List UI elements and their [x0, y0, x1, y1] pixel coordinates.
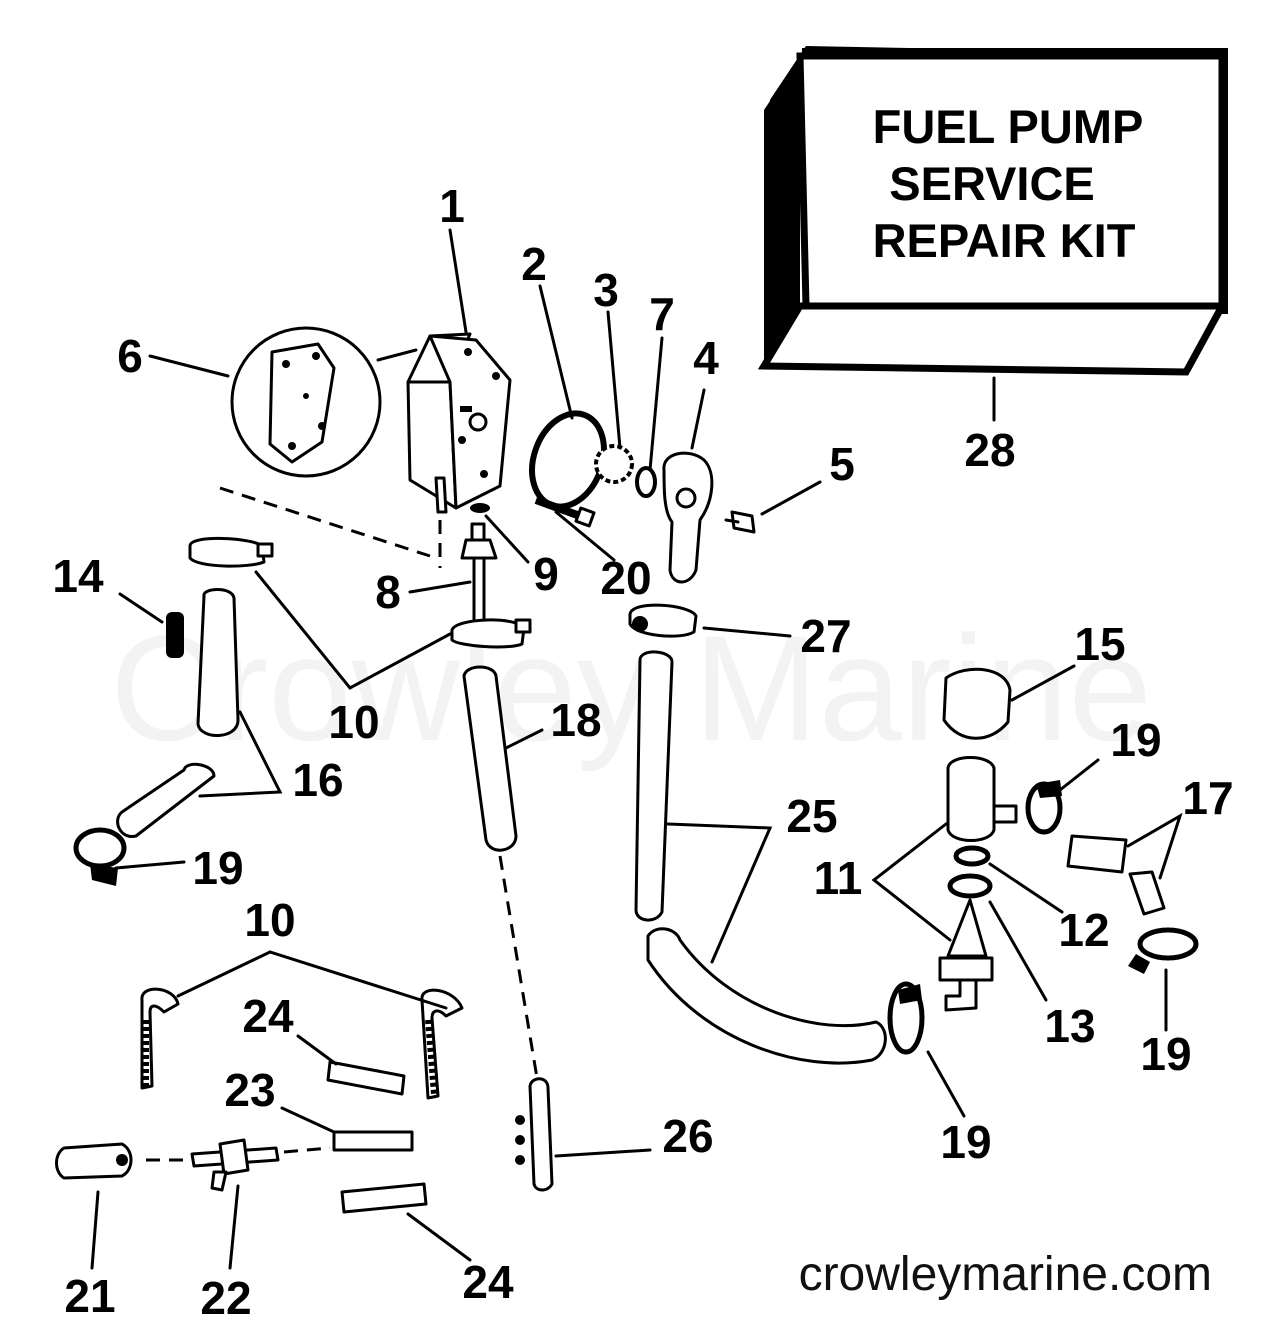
callout-27: 27 — [800, 610, 851, 662]
hose-25-upper — [634, 650, 674, 922]
hose-24-lower — [340, 1182, 428, 1214]
clamp-19-right — [1128, 927, 1199, 974]
spring — [166, 612, 184, 658]
callout-28: 28 — [964, 424, 1015, 476]
callout-24-upper: 24 — [242, 990, 294, 1042]
callout-24-lower: 24 — [462, 1256, 514, 1308]
clamp-27 — [628, 603, 698, 638]
tee-fitting — [190, 1138, 280, 1192]
hose-23 — [332, 1130, 414, 1152]
filter-assembly — [938, 756, 1018, 1012]
clamp-19-filter — [1025, 780, 1063, 835]
callout-19-bottom: 19 — [940, 1116, 991, 1168]
callout-15: 15 — [1074, 618, 1125, 670]
callout-2: 2 — [521, 238, 547, 290]
clamp-10-lower-left — [140, 987, 180, 1090]
hose-17-a — [1066, 834, 1128, 874]
hose-18 — [462, 665, 518, 852]
callout-20: 20 — [600, 552, 651, 604]
kit-label-line1: FUEL PUMP — [873, 100, 1144, 153]
gasket-detail-circle — [230, 326, 418, 478]
primer-fitting — [515, 1077, 554, 1192]
hose-17-b — [1128, 870, 1166, 916]
callout-19-filter: 19 — [1110, 714, 1161, 766]
clamp-19-bottom — [887, 981, 925, 1055]
hose-lower — [116, 762, 216, 838]
callout-1: 1 — [439, 180, 465, 232]
callout-26: 26 — [662, 1110, 713, 1162]
clamp-19-left — [73, 827, 127, 886]
callout-23: 23 — [224, 1064, 275, 1116]
callout-6: 6 — [117, 330, 143, 382]
callout-10-lower: 10 — [244, 894, 295, 946]
diaphragm-ring — [594, 444, 634, 484]
callout-7: 7 — [649, 288, 675, 340]
callout-9: 9 — [533, 548, 559, 600]
small-ring — [635, 466, 657, 498]
kit-label-line3: REPAIR KIT — [873, 214, 1136, 267]
repair-kit-box: FUEL PUMP SERVICE REPAIR KIT — [757, 46, 1228, 376]
screw — [724, 510, 756, 534]
pump-cover — [662, 451, 714, 584]
clamp-upper-mid — [450, 618, 532, 649]
callout-4: 4 — [693, 332, 719, 384]
seal-ring-12 — [953, 845, 991, 867]
callout-numbers: 1 2 3 7 4 6 5 28 14 8 9 20 27 15 10 18 1… — [52, 180, 1233, 1324]
callout-18: 18 — [550, 694, 601, 746]
kit-label-line2: SERVICE — [889, 157, 1095, 210]
fuel-pump-body — [406, 332, 512, 514]
hose-25-lower — [646, 927, 887, 1065]
callout-3: 3 — [593, 264, 619, 316]
callout-17: 17 — [1182, 772, 1233, 824]
callout-22: 22 — [200, 1272, 251, 1324]
hose-upper — [196, 588, 240, 737]
callout-25: 25 — [786, 790, 837, 842]
long-bolt — [534, 496, 596, 528]
callout-21: 21 — [64, 1270, 115, 1322]
seal-ring-13 — [947, 873, 993, 899]
callout-14: 14 — [52, 550, 104, 602]
callout-12: 12 — [1058, 904, 1109, 956]
callout-16: 16 — [292, 754, 343, 806]
leader-lines — [90, 228, 1183, 1270]
hose-24-upper — [326, 1060, 406, 1096]
filter-element — [55, 1142, 133, 1180]
callout-5: 5 — [829, 438, 855, 490]
clamp-10-lower-right — [420, 988, 464, 1100]
clamp-upper-left — [188, 537, 274, 568]
callout-19-right: 19 — [1140, 1028, 1191, 1080]
callout-11: 11 — [814, 852, 863, 904]
filter-cap — [942, 667, 1012, 740]
callout-8: 8 — [375, 566, 401, 618]
washer — [470, 503, 490, 513]
callout-13: 13 — [1044, 1000, 1095, 1052]
callout-19-left: 19 — [192, 842, 243, 894]
callout-10-upper: 10 — [328, 696, 379, 748]
site-url: crowleymarine.com — [799, 1248, 1212, 1301]
